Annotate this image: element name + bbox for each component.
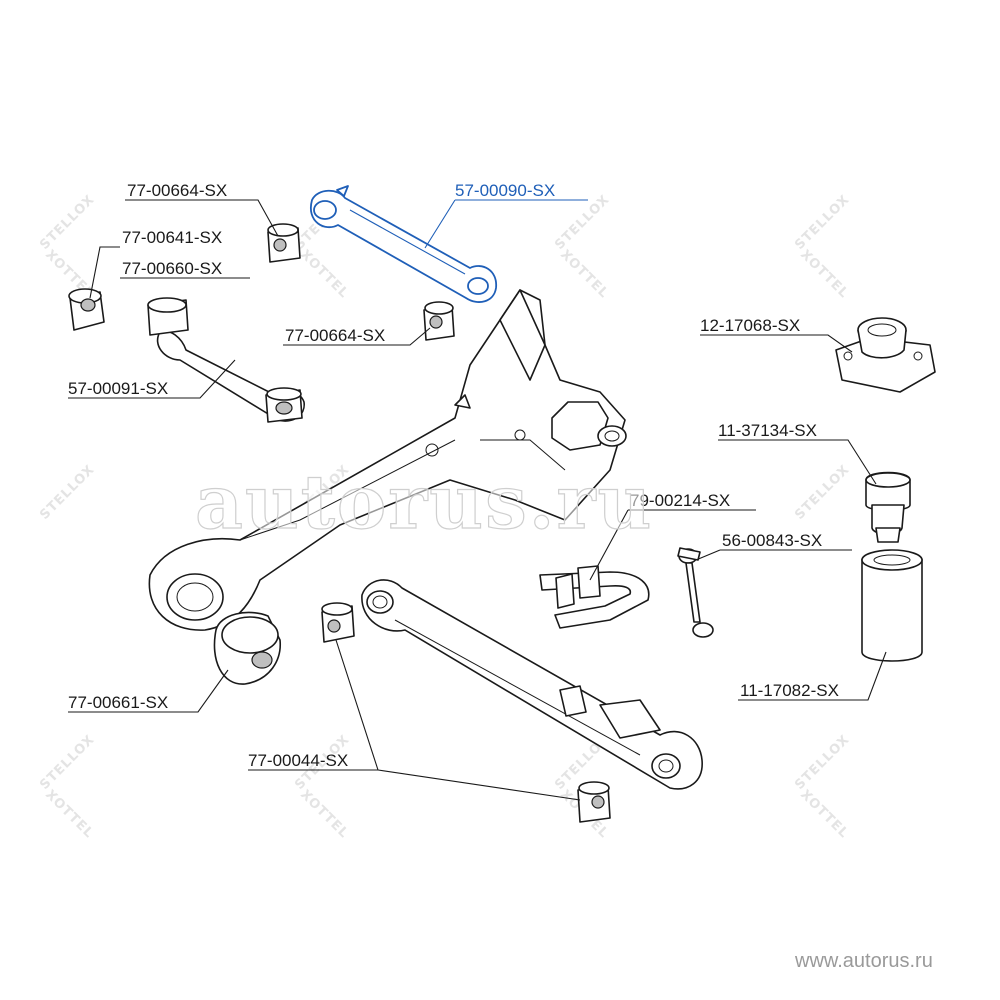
watermark-brand-alt: XOTTEL [797,787,851,841]
watermark-brand: STELLOX [792,192,853,253]
lower-control-arm [361,579,703,790]
watermark-brand: STELLOX [792,732,853,793]
stabilizer-bar [539,565,650,629]
watermark-brand: STELLOX [37,192,98,253]
watermark-brand-alt: XOTTEL [557,247,611,301]
watermark-brand: STELLOX [37,732,98,793]
label-mount: 12-17068-SX [700,316,800,335]
label-boot: 11-17082-SX [740,681,839,700]
watermark-brand-alt: XOTTEL [797,247,851,301]
bushing-77-00641 [68,288,105,331]
label-bushing-a: 77-00664-SX [127,181,227,200]
label-stab-link: 56-00843-SX [722,531,822,550]
watermark-brand: STELLOX [552,192,613,253]
label-bump-stop: 11-37134-SX [718,421,817,440]
watermark-brand-alt: XOTTEL [297,247,351,301]
label-bushing-c: 77-00660-SX [122,259,222,278]
label-arm-bushing: 77-00661-SX [68,693,168,712]
part-labels: 57-00090-SX 77-00664-SX 77-00641-SX 77-0… [68,181,839,770]
label-lateral-link: 57-00091-SX [68,379,168,398]
leader-lines [68,199,887,801]
watermark-site-overlay: autorus.ru [195,460,653,546]
arm-bushing-77-00661 [213,611,281,685]
bushing-mid-77-00664 [423,301,455,341]
wheel-hub [551,401,627,451]
watermark-brand: STELLOX [792,462,853,523]
bump-stop [865,471,911,543]
trailing-arm [148,289,626,631]
dust-boot [861,549,923,662]
label-bushing-d: 77-00664-SX [285,326,385,345]
stabilizer-link [677,547,714,638]
bushing-top-77-00664 [267,223,301,263]
watermark-brand-alt: XOTTEL [297,787,351,841]
label-bushing-b: 77-00641-SX [122,228,222,247]
lower-bushing-77-00044-a [321,602,355,643]
upper-control-link [309,185,497,303]
label-stab-bushing: 79-00214-SX [630,491,730,510]
strut-mount [835,317,936,393]
watermark-brand-alt: XOTTEL [42,787,96,841]
watermark-brand: STELLOX [37,462,98,523]
label-upper-link: 57-00090-SX [455,181,555,200]
lower-bushing-77-00044-b [577,781,611,823]
label-lower-bushing: 77-00044-SX [248,751,348,770]
lateral-link [147,297,305,423]
watermark-site-corner: www.autorus.ru [794,950,933,972]
